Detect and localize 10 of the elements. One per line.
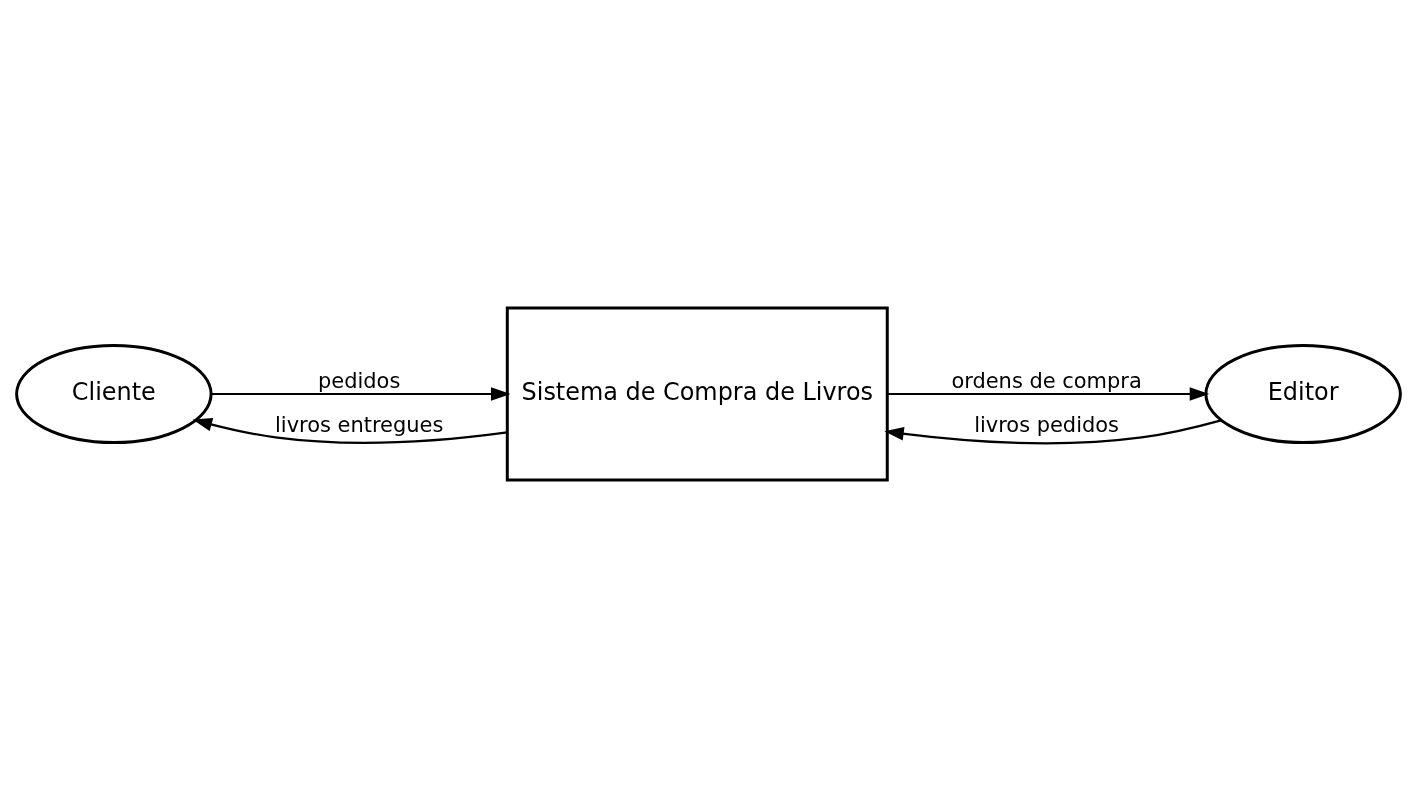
arrow: [211, 387, 511, 401]
edge-label: livros pedidos: [974, 412, 1119, 437]
edge-label: livros entregues: [275, 412, 444, 437]
node-box: Sistema de Compra de Livros: [505, 306, 889, 482]
arrow: [884, 419, 1222, 445]
arrow: [192, 417, 508, 444]
edge-label: ordens de compra: [951, 369, 1142, 394]
node-ellipse: Editor: [1204, 343, 1402, 445]
edge-label: pedidos: [318, 369, 401, 394]
arrow: [887, 387, 1210, 401]
